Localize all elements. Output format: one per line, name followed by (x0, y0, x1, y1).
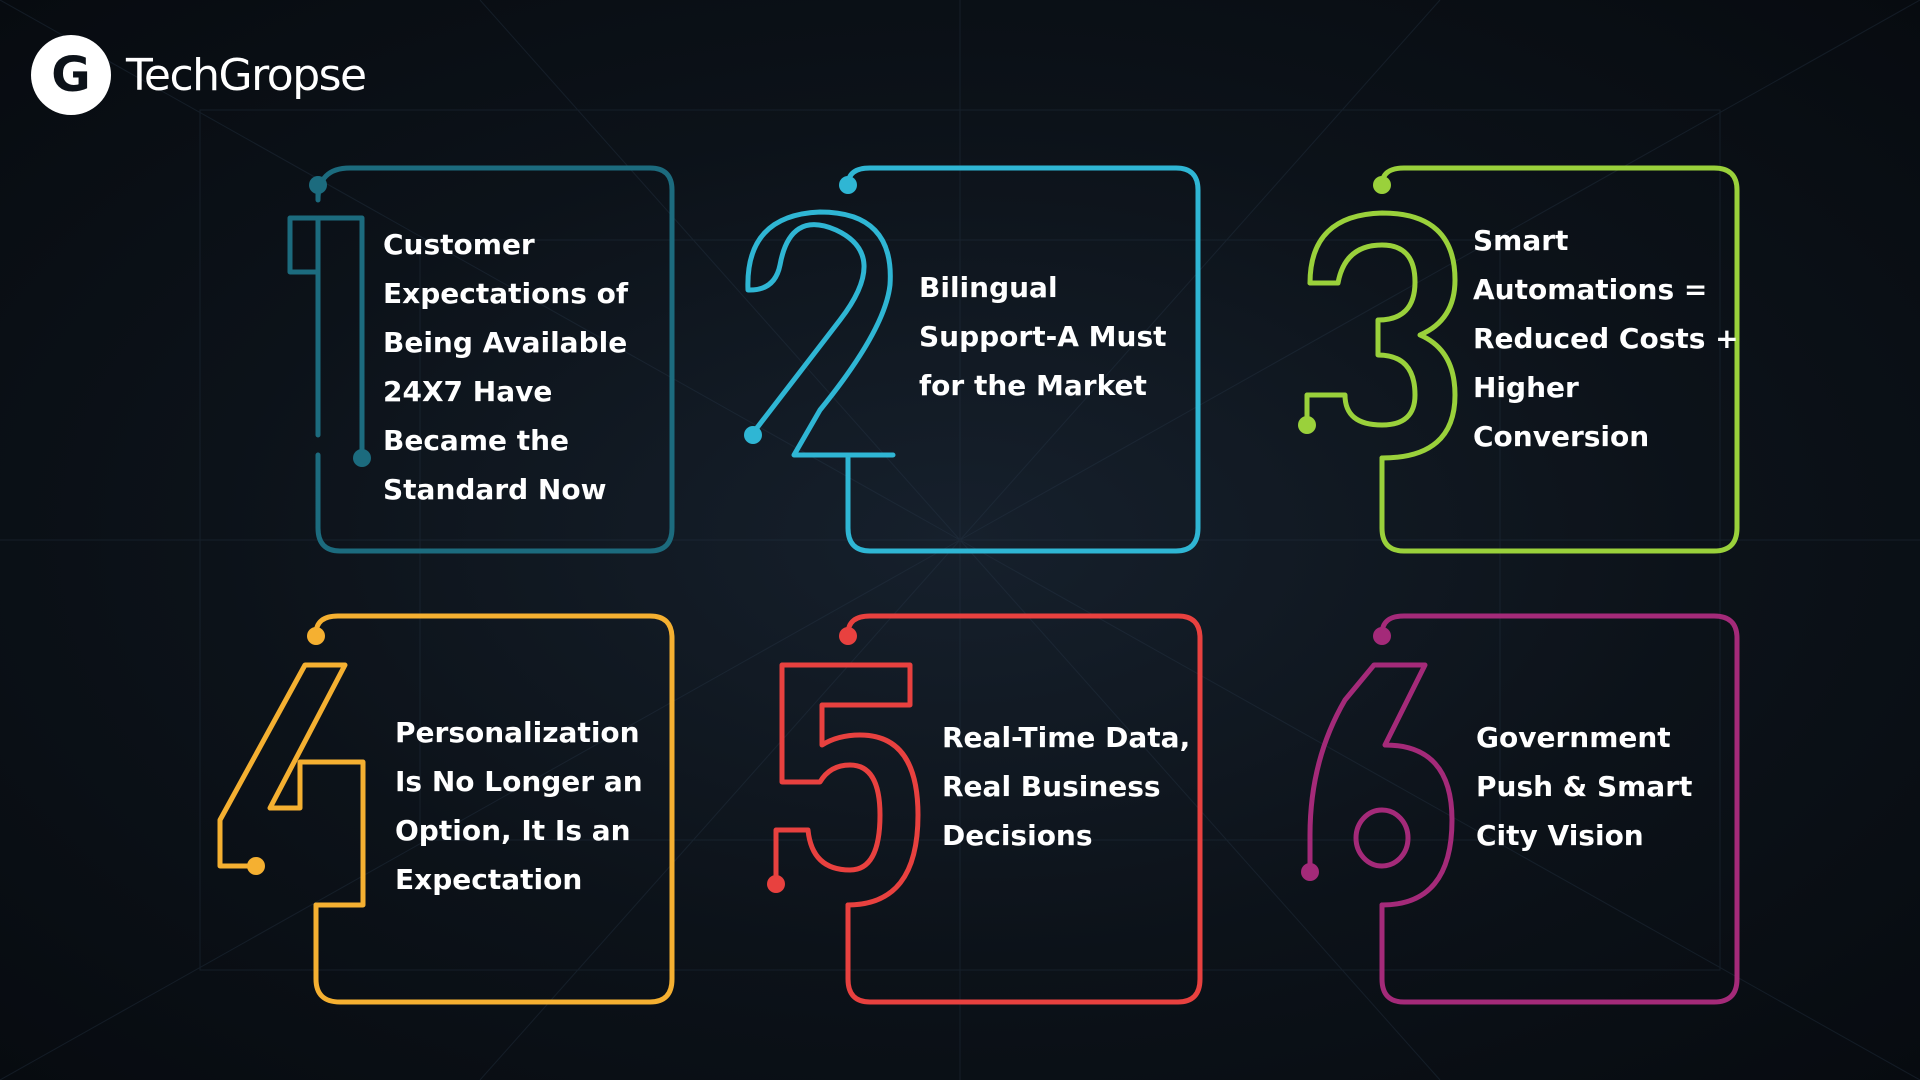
item-1-text: Customer Expectations of Being Available… (383, 228, 629, 506)
item-3-text: Smart Automations = Reduced Costs + High… (1473, 224, 1739, 453)
brand-name: TechGropse (126, 49, 367, 101)
brand-mark-icon: G (31, 35, 111, 115)
item-4-text: Personalization Is No Longer an Option, … (395, 716, 643, 896)
brand-mark-letter: G (51, 47, 90, 103)
item-5-text: Real-Time Data, Real Business Decisions (942, 721, 1191, 852)
item-6-text: Government Push & Smart City Vision (1476, 721, 1693, 852)
brand-logo: G TechGropse (30, 34, 367, 116)
item-2-text: Bilingual Support-A Must for the Market (919, 271, 1167, 402)
